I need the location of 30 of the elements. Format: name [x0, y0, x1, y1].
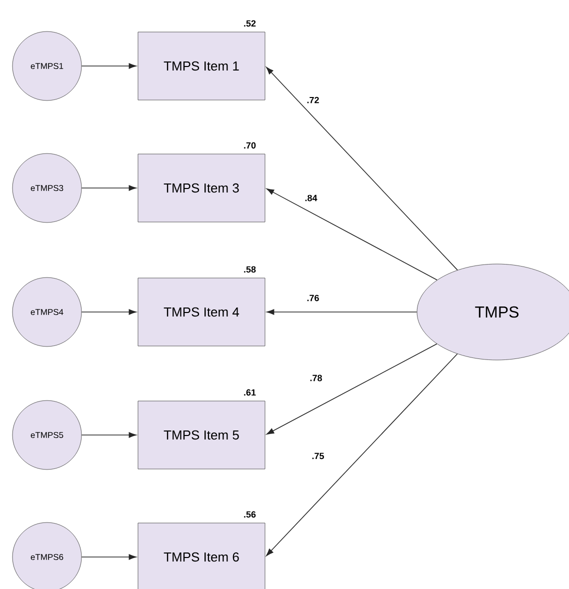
value-label: .58 — [244, 266, 256, 273]
item-box: TMPS Item 5 — [138, 400, 266, 470]
edge-label: .78 — [308, 374, 324, 382]
circle-node: eTMPS3 — [12, 153, 82, 223]
arrow — [81, 309, 136, 315]
arrow — [266, 344, 438, 435]
edge-label: .84 — [304, 194, 318, 202]
edge-label: .72 — [306, 96, 320, 104]
arrow — [266, 354, 458, 556]
arrow — [81, 63, 136, 69]
arrow — [81, 432, 136, 438]
value-label: .70 — [244, 142, 256, 149]
arrow — [266, 66, 458, 270]
value-label: .61 — [244, 389, 256, 396]
circle-node: eTMPS4 — [12, 277, 82, 347]
circle-node: eTMPS1 — [12, 31, 82, 101]
arrow — [81, 185, 136, 191]
item-box: TMPS Item 3 — [138, 154, 266, 222]
circle-node: eTMPS5 — [12, 400, 82, 470]
circle-node: eTMPS6 — [12, 522, 82, 589]
arrow — [266, 188, 438, 280]
arrow — [81, 554, 136, 560]
item-box: TMPS Item 4 — [138, 278, 266, 346]
value-label: .52 — [244, 20, 256, 27]
arrow — [266, 309, 418, 315]
edge-label: .75 — [310, 452, 326, 460]
edge-label: .76 — [306, 294, 320, 302]
value-label: .56 — [244, 511, 256, 518]
item-box: TMPS Item 1 — [138, 32, 266, 100]
item-box: TMPS Item 6 — [138, 522, 266, 589]
